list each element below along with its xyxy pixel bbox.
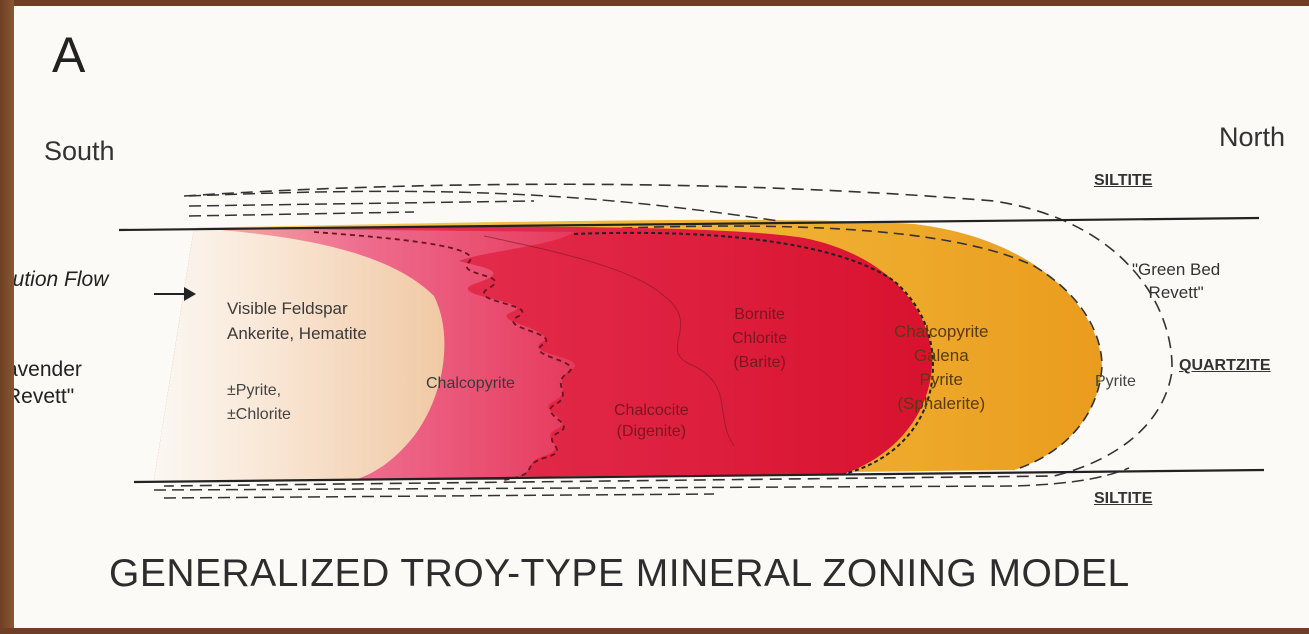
upper-dashed-line-1 (189, 191, 779, 221)
galena-line-2: Galena (894, 344, 989, 368)
quartzite-label: QUARTZITE (1179, 357, 1271, 375)
trace-line-2: ±Chlorite (227, 403, 291, 427)
lavender-line-2: Revett" (14, 383, 82, 410)
diagram-panel: A South North SILTITE SILTITE QUARTZITE … (14, 6, 1309, 628)
siltite-bottom-label: SILTITE (1094, 490, 1152, 508)
outer-line-1: Visible Feldspar (227, 296, 367, 321)
chalcocite-line-1: Chalcocite (614, 400, 689, 421)
galena-zone-label: Chalcopyrite Galena Pyrite (Sphalerite) (894, 320, 989, 416)
lower-dashed-line-2 (164, 494, 714, 498)
upper-dashed-line-2 (189, 201, 534, 206)
north-label: North (1219, 122, 1285, 153)
south-label: South (44, 136, 115, 167)
green-bed-revett-label: "Green Bed Revett" (1132, 258, 1220, 304)
siltite-top-label: SILTITE (1094, 172, 1152, 190)
bornite-zone-label: Bornite Chlorite (Barite) (732, 303, 787, 375)
galena-line-3: Pyrite (894, 368, 989, 392)
feldspar-zone-label: Visible Feldspar Ankerite, Hematite (227, 296, 367, 346)
upper-dashed-line-3 (189, 212, 414, 216)
panel-letter: A (52, 26, 85, 84)
frame-left (0, 0, 14, 634)
galena-line-4: (Sphalerite) (894, 392, 989, 416)
lavender-revett-label: avender Revett" (14, 356, 82, 410)
pyrite-zone-label: Pyrite (1095, 373, 1136, 391)
trace-minerals-label: ±Pyrite, ±Chlorite (227, 379, 291, 427)
galena-line-1: Chalcopyrite (894, 320, 989, 344)
chalcopyrite-zone-label: Chalcopyrite (426, 375, 515, 393)
green-line-2: Revett" (1132, 281, 1220, 304)
chalcocite-line-2: (Digenite) (614, 421, 689, 442)
frame-bottom (0, 628, 1309, 634)
chalcocite-zone-label: Chalcocite (Digenite) (614, 400, 689, 442)
lavender-line-1: avender (14, 356, 82, 383)
bornite-line-2: Chlorite (732, 327, 787, 351)
trace-line-1: ±Pyrite, (227, 379, 291, 403)
solution-flow-label: lution Flow (14, 268, 108, 292)
green-line-1: "Green Bed (1132, 258, 1220, 281)
zoning-diagram-svg (14, 6, 1309, 628)
bornite-line-1: Bornite (732, 303, 787, 327)
diagram-title: GENERALIZED TROY-TYPE MINERAL ZONING MOD… (109, 552, 1130, 596)
bornite-line-3: (Barite) (732, 351, 787, 375)
outer-line-2: Ankerite, Hematite (227, 321, 367, 346)
